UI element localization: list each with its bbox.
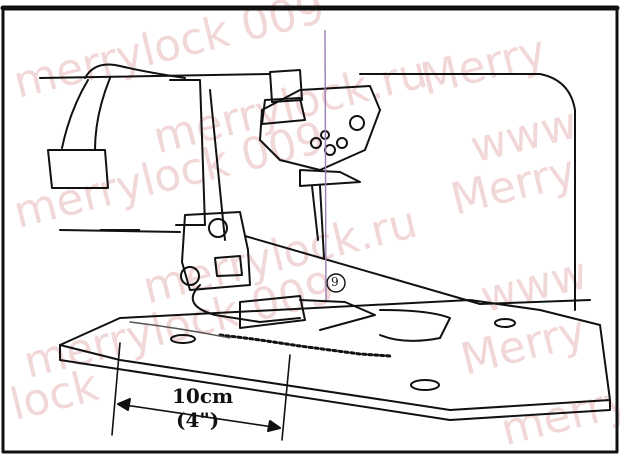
bed-back-edge	[244, 235, 591, 305]
body-top-edge	[39, 73, 271, 79]
plate-screw-back	[494, 318, 516, 328]
needle-holder	[299, 169, 361, 187]
lever-right-edge	[94, 77, 111, 151]
needle-guide-line	[324, 29, 327, 301]
needle-clamp-upper	[261, 97, 306, 125]
lever-left-edge	[61, 79, 89, 149]
needle-plate-outline	[59, 299, 611, 411]
stitch-chain	[218, 333, 392, 358]
plate-screw-left	[170, 334, 196, 344]
housing-edge	[209, 89, 226, 241]
needle-bar-top	[269, 69, 303, 103]
callout-circle	[326, 273, 346, 293]
measure-label-metric: 10cm	[172, 384, 234, 408]
foot-screw-upper	[208, 218, 228, 238]
body-right-outline	[359, 73, 576, 311]
presser-foot-holder	[181, 211, 251, 291]
thread-tail	[129, 321, 231, 339]
housing-column	[169, 79, 206, 226]
measure-label-imperial: (4")	[176, 408, 220, 432]
foot-shank	[191, 284, 301, 323]
clamp-screw	[349, 115, 365, 131]
fabric-flap	[379, 309, 451, 342]
clamp-hole	[336, 137, 348, 149]
plate-screw-right	[410, 379, 440, 391]
arm-cover	[84, 63, 186, 79]
lever-handle	[47, 149, 109, 189]
needle-plate-thickness	[59, 344, 611, 421]
measure-right-tick	[281, 354, 291, 441]
foot-toe	[299, 299, 376, 331]
measure-left-tick	[111, 342, 121, 436]
measure-arrow-right	[267, 420, 281, 432]
needle-left	[311, 185, 319, 241]
presser-foot	[239, 295, 306, 329]
foot-screw-lower	[180, 266, 200, 286]
clamp-hole	[310, 137, 322, 149]
measure-arrow-left	[117, 398, 131, 411]
clamp-hole	[324, 144, 336, 156]
foot-block	[214, 255, 243, 277]
measure-line	[117, 403, 281, 429]
callout-number: 9	[331, 275, 339, 289]
needle-right	[319, 185, 325, 259]
